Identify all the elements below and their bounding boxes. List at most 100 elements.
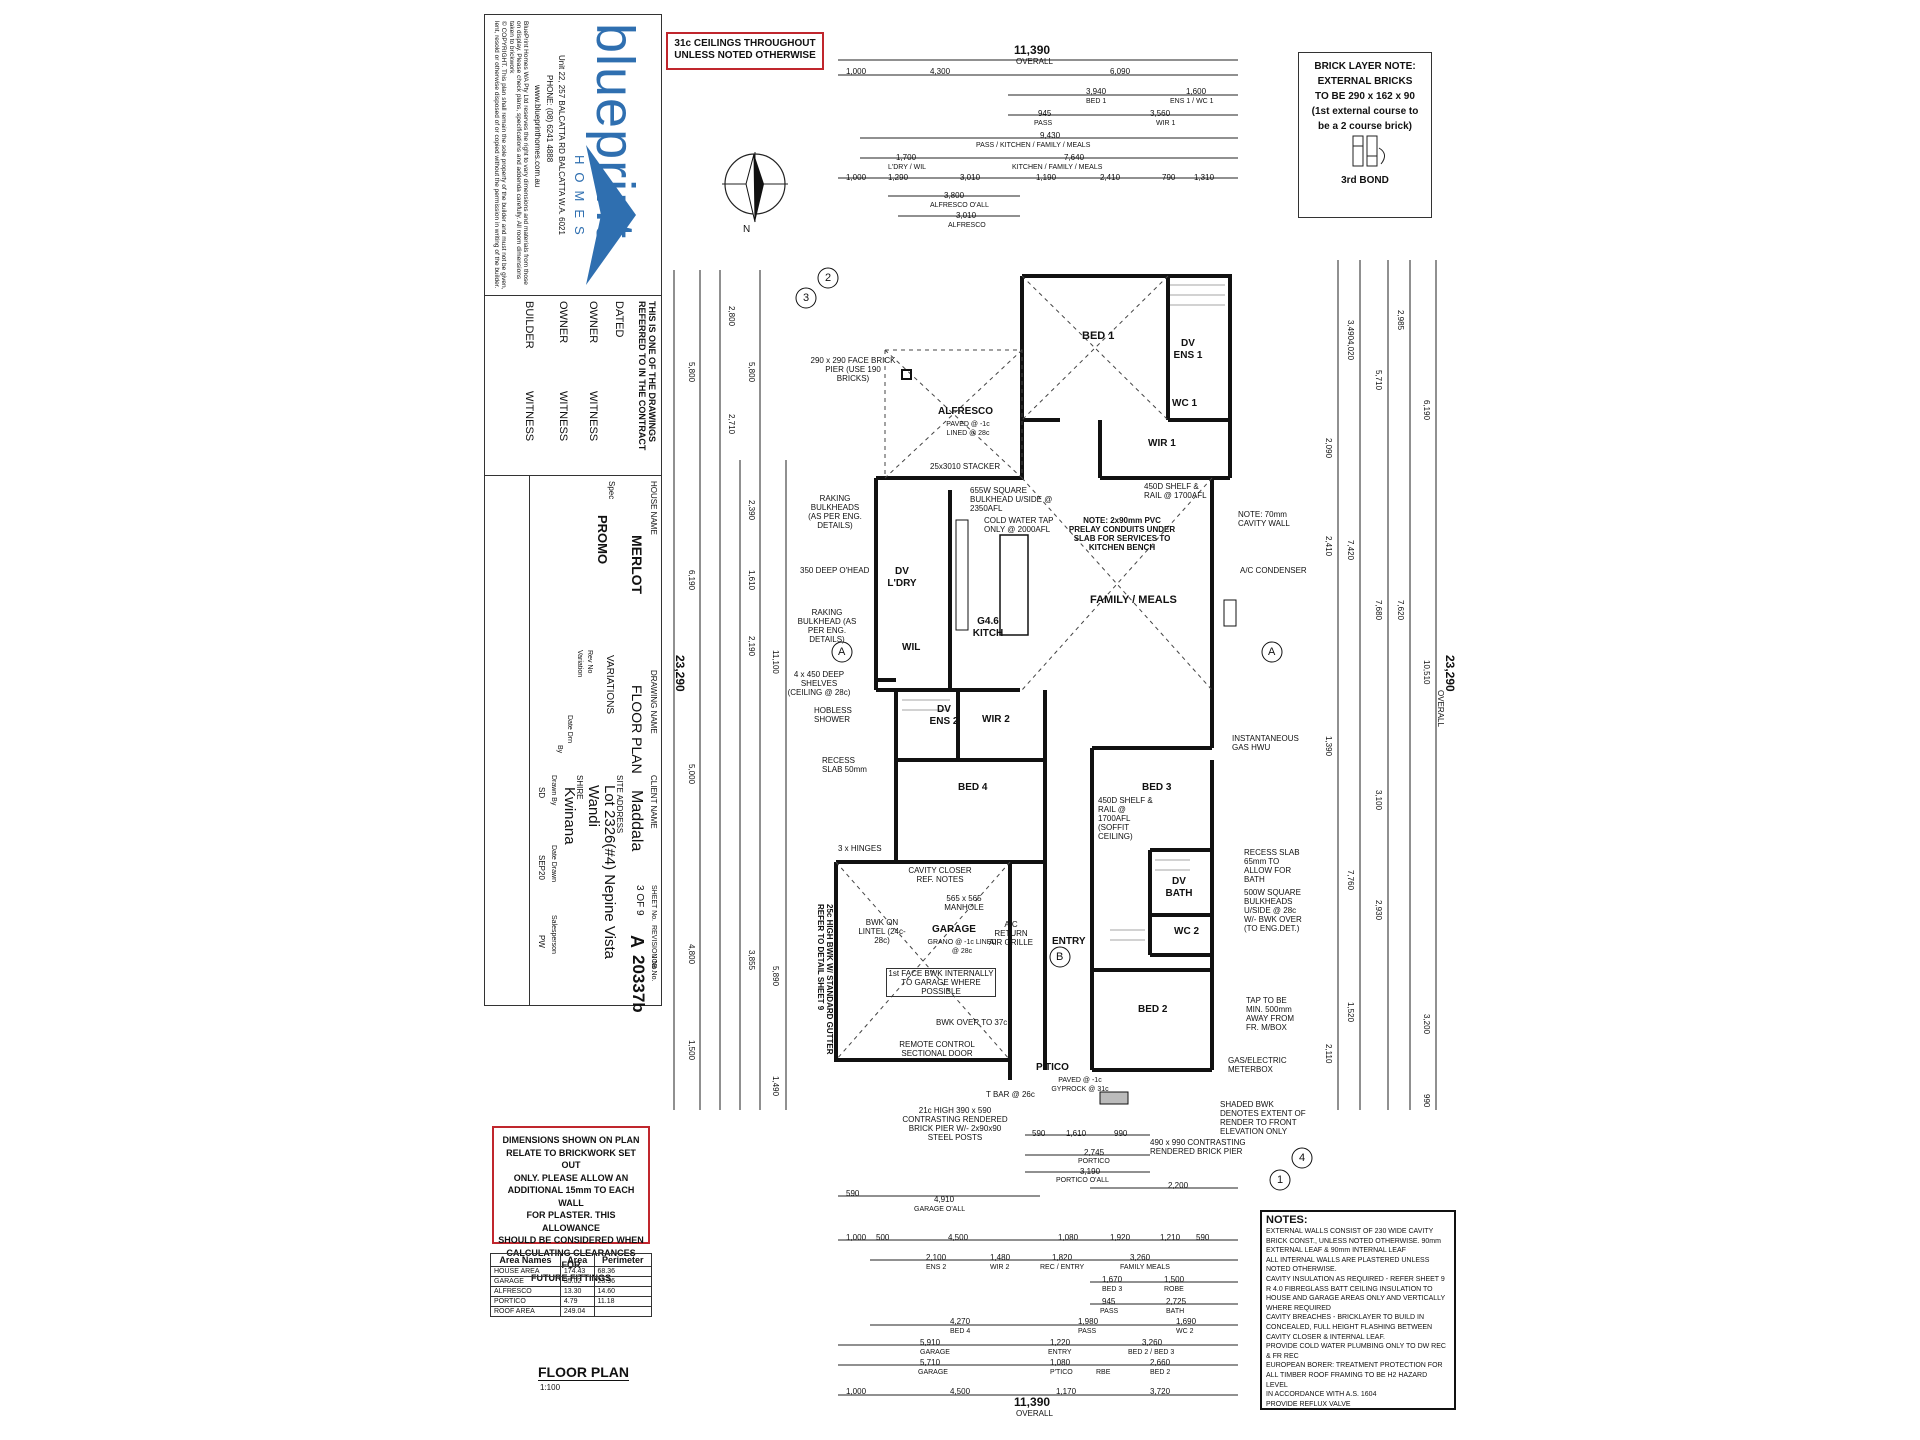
elevation-marker-4: 4 (1299, 1152, 1306, 1164)
dim-bottom-row7-a: 5,910 (920, 1338, 941, 1347)
plan-scale: 1:100 (540, 1383, 561, 1392)
dim-bottom-row3-a: 2,100 (926, 1253, 947, 1262)
dim-top-row2-a: 3,940 (1086, 87, 1107, 96)
dim-right-8: 7,420 (1346, 540, 1355, 561)
note-gutter: 25c HIGH BWK W/ STANDARD GUTTER REFER TO… (816, 904, 834, 1055)
elevation-marker-2: 2 (825, 272, 832, 284)
dim-left-11: 3,855 (747, 950, 756, 971)
note-bwk-lintel: BWK ON LINTEL (24c-28c) (858, 918, 906, 945)
dim-portico-2-label: PORTICO (1078, 1158, 1110, 1165)
dim-portico-3: 3,190 (1080, 1167, 1101, 1176)
dim-top-row6-b: 1,290 (888, 173, 909, 182)
note-cavity-closer: CAVITY CLOSER REF. NOTES (908, 866, 972, 884)
plan-title: FLOOR PLAN (538, 1364, 629, 1381)
note-t-bar: T BAR @ 26c (986, 1090, 1035, 1099)
note-hobless-shower: HOBLESS SHOWER (814, 706, 852, 724)
dim-right-16: 1,520 (1346, 1002, 1355, 1023)
dim-left-13: 5,890 (771, 966, 780, 987)
dim-bottom-row7-c: 3,260 (1142, 1338, 1163, 1347)
dim-right-4: 2,985 (1396, 310, 1405, 331)
dim-top-row3-label-a: PASS (1034, 120, 1053, 127)
dim-left-6: 2,390 (747, 500, 756, 521)
notes-line: CONCEALED, FULL HEIGHT FLASHING BETWEEN (1266, 1323, 1433, 1331)
dim-left-5: 6,190 (687, 570, 696, 591)
dim-top-row5-label-b: KITCHEN / FAMILY / MEALS (1012, 164, 1103, 171)
room-family-meals: FAMILY / MEALS (1090, 594, 1177, 606)
room-bath: DV BATH (1165, 876, 1193, 899)
dim-bottom-row6-label-c: WC 2 (1176, 1328, 1194, 1335)
dim-bottom-row1-label: GARAGE O'ALL (914, 1206, 966, 1213)
dim-bottom-row5-a: 945 (1102, 1297, 1116, 1306)
room-wir-1: WIR 1 (1148, 438, 1176, 449)
dim-right-13: 3,100 (1374, 790, 1383, 811)
dim-bottom-row6-label-b: PASS (1078, 1328, 1097, 1335)
dim-left-3: 5,800 (747, 362, 756, 383)
dim-bottom-row2-c: 4,500 (948, 1233, 969, 1242)
section-marker-a-right: A (1268, 646, 1276, 658)
note-overhead: 350 DEEP O'HEAD (800, 566, 870, 575)
notes-line: PROVIDE COLD WATER PLUMBING ONLY TO DW R… (1266, 1343, 1446, 1351)
dim-portico-1c: 990 (1114, 1129, 1128, 1138)
notes-line: & FR REC (1266, 1352, 1299, 1360)
note-pier: 290 x 290 FACE BRICK PIER (USE 190 BRICK… (810, 356, 896, 383)
notes-line: PROVIDE REFLUX VALVE (1266, 1400, 1351, 1408)
dim-top-row6-f: 790 (1162, 173, 1176, 182)
brick-bond-icon (1352, 135, 1385, 167)
dim-top-row5-a: 1,700 (896, 153, 917, 162)
plaster-allowance-warning: DIMENSIONS SHOWN ON PLAN RELATE TO BRICK… (492, 1126, 650, 1283)
dim-left-12: 4,800 (687, 944, 696, 965)
dim-bottom-row6-label-a: BED 4 (950, 1328, 971, 1335)
logo-roof-icon (586, 145, 636, 285)
north-arrow-icon (722, 152, 788, 223)
dim-top-row3-b: 3,560 (1150, 109, 1171, 118)
dim-bottom-row2-e: 1,920 (1110, 1233, 1131, 1242)
dim-top-row5-label-a: L'DRY / WIL (888, 164, 927, 171)
dim-top-row3-a: 945 (1038, 109, 1052, 118)
notes-line: EXTERNAL LEAF & 90mm INTERNAL LEAF (1266, 1247, 1406, 1255)
note-raking-bulkheads: RAKING BULKHEADS (AS PER ENG. DETAILS) (808, 494, 862, 530)
note-shelf-soffit: 450D SHELF & RAIL @ 1700AFL (SOFFIT CEIL… (1098, 796, 1153, 841)
dim-right-14: 2,930 (1374, 900, 1383, 921)
dim-bottom-row8-b: 1,080 (1050, 1358, 1071, 1367)
title-block: blueprint HOMES Unit 22, 257 BALCATTA RD… (484, 14, 662, 1013)
note-return-air: A/C RETURN AIR GRILLE (988, 920, 1033, 947)
dim-right-9: 7,680 (1374, 600, 1383, 621)
dim-left-9: 11,100 (771, 650, 780, 674)
dim-left-7: 1,610 (747, 570, 756, 591)
elevation-marker-3: 3 (803, 292, 810, 304)
note-pier-21c: 21c HIGH 390 x 590 CONTRASTING RENDERED … (902, 1106, 1008, 1142)
dim-bottom-row3-label-d: FAMILY MEALS (1120, 1264, 1170, 1271)
dim-top-row8: 3,010 (956, 211, 977, 220)
dim-bottom-row6-c: 1,690 (1176, 1317, 1197, 1326)
dim-top-row1-c: 6,090 (1110, 67, 1131, 76)
overall-width-bottom: 11,390 (1014, 1395, 1051, 1409)
note-ac-condenser: A/C CONDENSER (1240, 566, 1307, 575)
dim-bottom-row7-label-b: ENTRY (1048, 1349, 1072, 1356)
dim-bottom-row3-label-c: REC / ENTRY (1040, 1264, 1085, 1271)
notes-line: NOTED OTHERWISE. (1266, 1266, 1337, 1274)
note-tap: TAP TO BE MIN. 500mm AWAY FROM FR. M/BOX (1246, 996, 1294, 1032)
dim-right-3: 5,710 (1374, 370, 1383, 391)
note-stacker: 25x3010 STACKER (930, 462, 1001, 471)
notes-line: EXTERNAL WALLS CONSIST OF 230 WIDE CAVIT… (1266, 1228, 1434, 1235)
dim-portico-4: 2,200 (1168, 1181, 1189, 1190)
note-bulkhead-500: 500W SQUARE BULKHEADS U/SIDE @ 28c W/- B… (1244, 888, 1302, 933)
dim-top-row8-label: ALFRESCO (948, 222, 986, 229)
note-hinges: 3 x HINGES (838, 844, 882, 853)
dim-right-7: 2,410 (1324, 536, 1333, 557)
note-raking-bulkhead: RAKING BULKHEAD (AS PER ENG. DETAILS) (797, 608, 857, 644)
room-ensuite-1: DV ENS 1 (1173, 338, 1203, 361)
dim-right-11: 10,510 (1422, 660, 1431, 685)
project-info-block: HOUSE NAME MERLOT Spec PROMO DRAWING NAM… (485, 475, 661, 1013)
dim-bottom-row4-label-a: BED 3 (1102, 1286, 1123, 1293)
room-portico-sub: PAVED @ -1c GYPROCK @ 31c (1051, 1077, 1109, 1093)
dim-top-row6-a: 1,000 (846, 173, 867, 182)
note-recess-65: RECESS SLAB 65mm TO ALLOW FOR BATH (1244, 848, 1300, 884)
note-bwk-over: BWK OVER TO 37c (936, 1018, 1008, 1027)
section-marker-b: B (1056, 951, 1064, 963)
dim-right-18: 2,110 (1324, 1044, 1333, 1064)
